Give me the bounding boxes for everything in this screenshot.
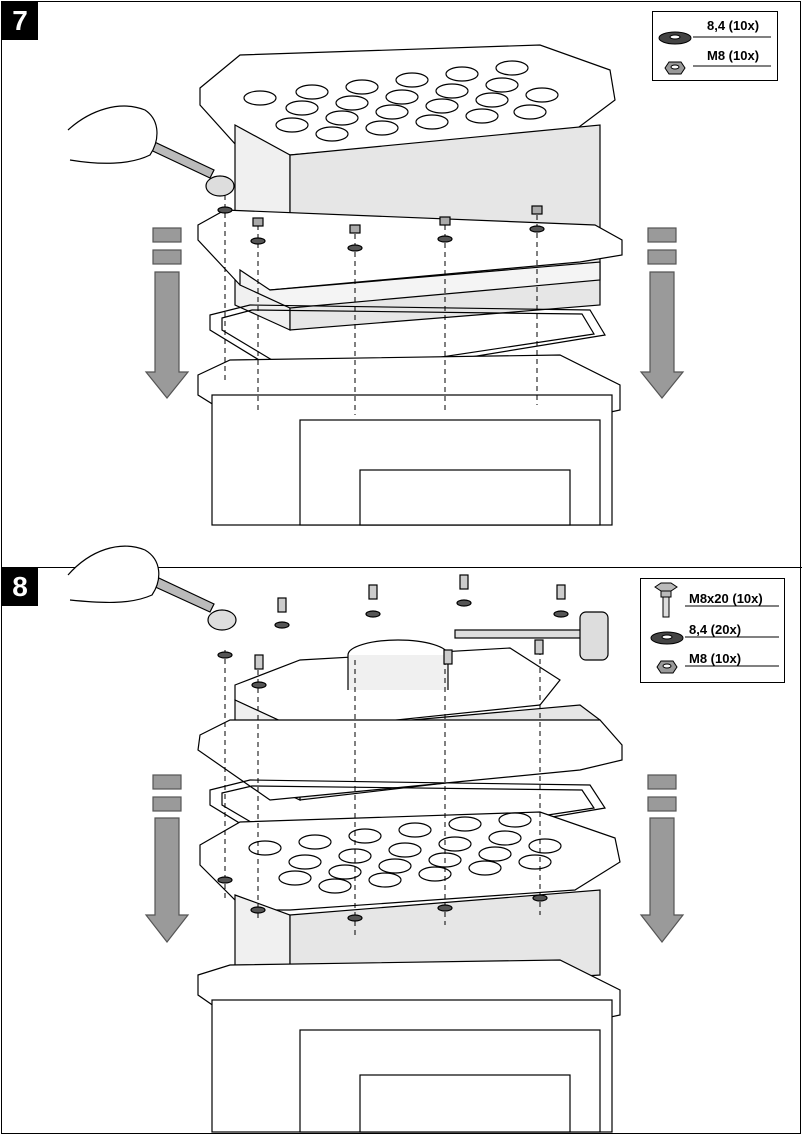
nut-icon [664,61,686,75]
wrench-icon [139,571,237,631]
step-8-number: 8 [2,568,38,606]
plate-holes-step-8 [248,812,562,894]
step-7-parts-legend: 8,4 (10x) M8 (10x) [652,11,778,81]
plate-holes [243,60,559,142]
down-arrow-right [639,774,685,943]
legend-label-nut: M8 (10x) [689,651,742,666]
step-7-fasteners [217,205,545,252]
step-8-parts-legend: M8x20 (10x) 8,4 (20x) M8 (10x) [640,578,785,683]
gasket-frame [209,304,606,386]
legend-label-washer: 8,4 (20x) [689,622,742,637]
step-8-washers [217,599,569,922]
down-arrow-right [639,227,685,399]
step-7-drawing [67,44,685,526]
flange-plate [197,209,623,291]
bolt-icon [654,582,678,618]
legend-label-nut: M8 (10x) [707,48,760,63]
legend-label-bolt: M8x20 (10x) [689,591,763,606]
step-7-number: 7 [2,2,38,40]
down-arrow-left [144,774,190,943]
hand-icon [67,545,160,604]
washer-icon [650,631,684,645]
down-arrow-left [144,227,190,399]
legend-label-washer: 8,4 (10x) [707,18,760,33]
hand-icon [67,105,158,164]
step-divider [1,567,802,568]
nut-icon [656,660,678,674]
washer-icon [658,31,692,45]
damper-handle [454,611,609,661]
step-8-bolts [254,574,566,670]
step-8-drawing [67,545,685,1133]
